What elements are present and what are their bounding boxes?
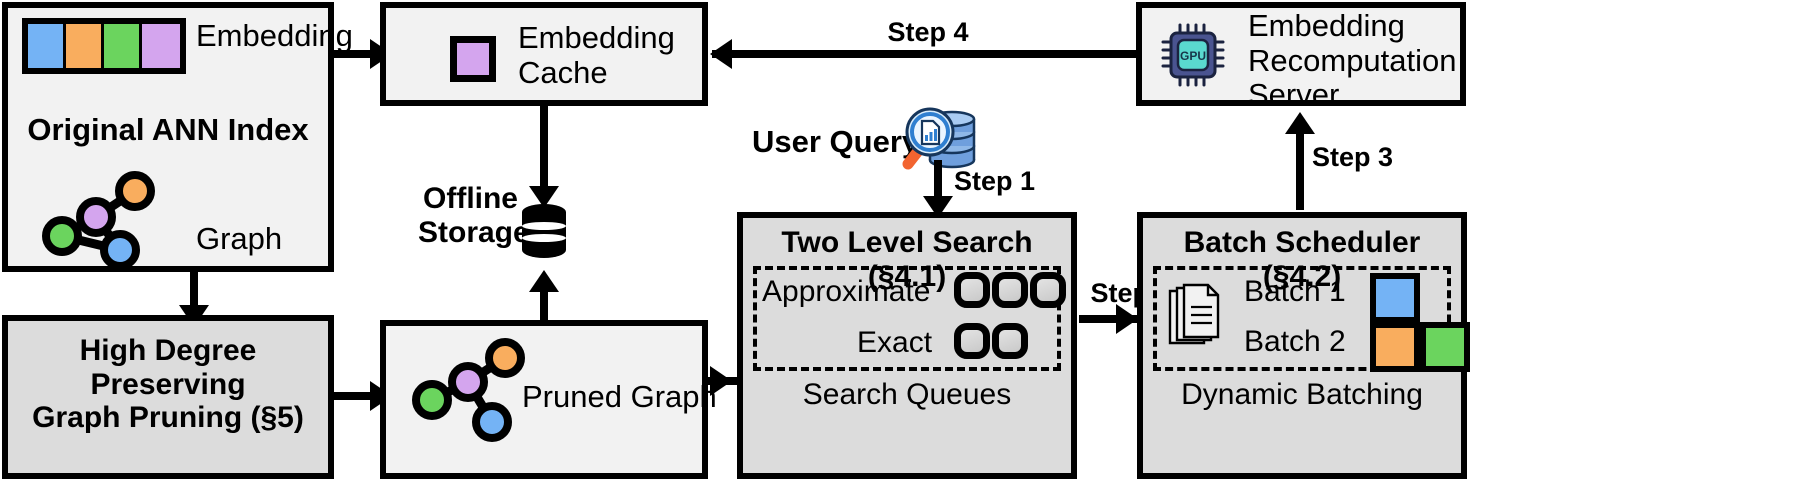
svg-text:GPU: GPU (1180, 49, 1206, 63)
step1-label: Step 1 (954, 166, 1036, 196)
arrow-step2-head (1116, 304, 1138, 334)
arrow-pruned-to-storage-head (529, 270, 559, 292)
step4-label: Step 4 (887, 17, 969, 47)
exact-row-label: Exact (857, 326, 933, 359)
arrow-cache-to-storage-line (540, 106, 548, 192)
arrow-index-to-pruning-line (190, 272, 198, 310)
arrow-step3-head (1285, 112, 1315, 134)
dynamic-batching-footer: Dynamic Batching (1181, 378, 1423, 411)
batch-1-label: Batch 1 (1244, 275, 1346, 308)
search-database-icon (902, 107, 976, 170)
embedding-swatch-strip (22, 18, 186, 74)
arrow-step1-line (934, 160, 942, 202)
exact-queue-cell-1 (954, 323, 990, 359)
batch-2-label: Batch 2 (1244, 325, 1346, 358)
search-queues-dashed-region (753, 266, 1061, 371)
batch-2-item-green (1420, 322, 1470, 372)
approximate-queue-cell-1 (954, 272, 990, 308)
embedding-swatch-purple (142, 24, 180, 68)
batch-2-item-orange (1370, 322, 1420, 372)
graph-pruning-panel (2, 315, 334, 479)
graph-label: Graph (196, 221, 283, 256)
arrow-index-to-cache-line (334, 50, 372, 58)
embedding-swatch-orange (66, 24, 105, 68)
embedding-label: Embedding (196, 18, 353, 53)
arrow-pruned-to-search-head (710, 366, 732, 396)
approximate-row-label: Approximate (762, 275, 931, 308)
approximate-queue-cell-2 (992, 272, 1028, 308)
database-cylinder-icon (522, 204, 566, 258)
gpu-chip-icon: GPU (1161, 23, 1225, 87)
pruned-graph-icon (412, 338, 525, 442)
search-queues-footer: Search Queues (802, 378, 1012, 411)
offline-storage-label: Offline Storage (418, 182, 530, 249)
arrow-pruned-to-storage-line (540, 276, 548, 324)
user-query-label: User Query (752, 124, 920, 159)
embedding-cache-swatch (450, 36, 496, 82)
embedding-swatch-green (104, 24, 143, 68)
dynamic-batching-dashed-region (1153, 266, 1451, 371)
arrow-cache-to-storage-head (529, 186, 559, 208)
batch-scheduler-title: Batch Scheduler (§4.2) (1183, 226, 1421, 293)
exact-queue-cell-2 (992, 323, 1028, 359)
approximate-queue-cell-3 (1030, 272, 1066, 308)
graph-pruning-title: High Degree Preserving Graph Pruning (§5… (32, 334, 304, 435)
arrow-step2-line (1079, 315, 1137, 323)
embedding-swatch-blue (28, 24, 67, 68)
documents-stack-icon (1168, 283, 1220, 345)
arrow-step4-head (710, 39, 732, 69)
original-ann-index-title: Original ANN Index (27, 112, 309, 147)
arrow-pruning-to-pruned-line (334, 392, 374, 400)
two-level-search-title: Two Level Search (§4.1) (781, 226, 1033, 293)
arrow-step3-line (1296, 120, 1304, 210)
arrow-step4-line (712, 50, 1136, 58)
embedding-cache-title: Embedding Cache (518, 20, 675, 90)
batch-1-item-blue (1370, 273, 1420, 323)
embedding-cache-panel (380, 2, 708, 106)
pruned-graph-label: Pruned Graph (522, 379, 717, 414)
recomputation-server-title: Embedding Recomputation Server (1248, 8, 1457, 113)
step3-label: Step 3 (1312, 142, 1394, 172)
original-graph-icon (42, 171, 155, 268)
